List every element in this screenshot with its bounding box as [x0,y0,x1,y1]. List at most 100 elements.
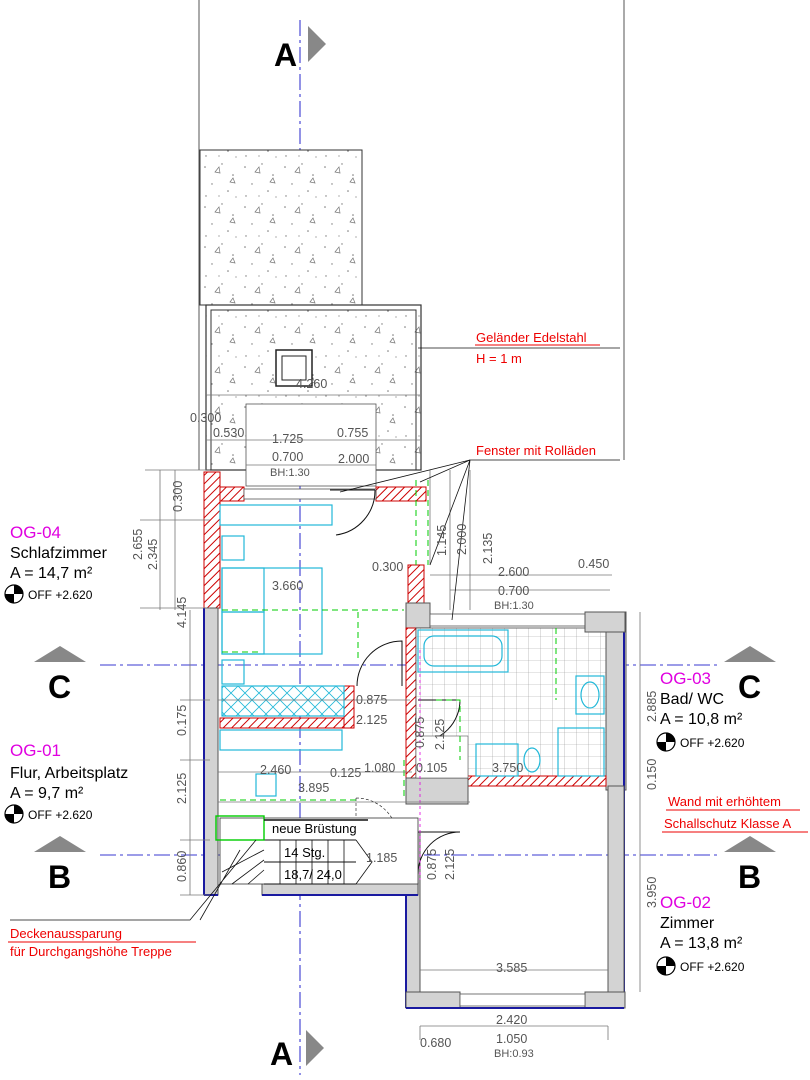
dim-text: 0.875 [425,849,439,880]
dim-lines-mid [218,612,641,1040]
dim-text: 0.860 [175,851,189,882]
dim-text: 1.080 [364,761,395,775]
section-c-left-label: C [48,669,71,705]
dim-text: 3.660 [272,579,303,593]
bath-wall-left-hatched [405,627,417,781]
dim-text: 0.530 [213,426,244,440]
room-name: Zimmer [660,915,715,932]
door-balcony [330,489,376,536]
wall-bedroom-left-hatched [203,471,221,609]
dim-text: 0.150 [645,759,659,790]
section-b-right-label: B [738,859,761,895]
dim-lines-top [206,394,612,610]
dim-text: 2.000 [455,524,469,555]
note-decken: Deckenaussparung [10,926,122,941]
bed-pillow-2 [221,611,265,655]
shower-tray [415,735,469,779]
bath-counter [475,743,519,777]
bruestung-green [215,815,265,841]
washbasin-bowl [580,681,600,709]
room-level: OFF +2.620 [680,960,745,974]
room-area: A = 9,7 m² [10,785,84,802]
window-top-bedroom [243,488,377,500]
room-area: A = 14,7 m² [10,565,93,582]
wall-bedroom-right-gray [405,602,431,629]
partition-bedroom-vert [343,685,355,729]
stair-steps: 14 Stg. [284,845,325,860]
dim-text: 3.585 [496,961,527,975]
roof-hatch-inner [281,355,307,381]
wall-top-bedroom [219,486,245,502]
section-a-top-arrow [308,26,326,62]
bathtub-inner [423,635,503,667]
dim-text: 2.655 [131,529,145,560]
dim-text: 2.600 [498,565,529,579]
room-area: A = 10,8 m² [660,711,743,728]
section-b-right-arrow [724,836,776,852]
door-bedroom [356,640,403,687]
stair-rail-right [355,839,373,885]
dim-text: BH:0.93 [494,1048,534,1060]
wall-bath-top-right [584,611,626,633]
room-level: OFF +2.620 [28,808,93,822]
dim-text: 2.125 [443,849,457,880]
dim-text: 2.135 [481,533,495,564]
dim-text: 0.755 [337,426,368,440]
dim-text: 2.420 [496,1013,527,1027]
note-bruestung: neue Brüstung [272,821,357,836]
wall-top-bedroom-right [375,486,427,502]
level-marker-icon [656,956,676,976]
bath-cabinet [557,727,605,777]
door-room [417,831,461,875]
dim-text: BH:1.30 [270,467,310,479]
room-code: OG-03 [660,669,711,688]
dim-text: 2.460 [260,763,291,777]
bed-pillow-1 [221,567,265,613]
dim-text: 1.050 [496,1032,527,1046]
wall-room-bottom-right [584,991,626,1009]
room-level: OFF +2.620 [680,736,745,750]
wall-room-right [607,785,625,1009]
dim-text: 2.885 [645,691,659,722]
note-wand-class: Schallschutz Klasse A [664,816,792,831]
room-name: Bad/ WC [660,691,724,708]
dim-lines-left [140,469,210,896]
wall-hall-corner [405,777,469,805]
dim-text: 2.125 [433,719,447,750]
nightstand-bottom [221,659,245,685]
dim-text: 1.185 [366,851,397,865]
toilet-bath [523,747,541,773]
wall-room-bottom-left [405,991,461,1009]
nightstand-top [221,535,245,561]
dim-text: 3.950 [645,877,659,908]
section-a-bottom-label: A [270,1036,293,1072]
room-level: OFF +2.620 [28,588,93,602]
section-a-top-label: A [274,37,297,73]
wall-bath-bottom-hatched [465,775,607,787]
section-c-right-arrow [724,646,776,662]
dim-text: 0.175 [175,705,189,736]
level-marker-icon [4,584,24,604]
dim-text: 0.300 [372,560,403,574]
dim-text: 4.145 [175,597,189,628]
stair-ratio: 18,7/ 24,0 [284,867,342,882]
room-area: A = 13,8 m² [660,935,743,952]
window-room-bottom [459,993,586,1007]
desk-hall [219,729,343,751]
wardrobe-bottom [221,685,345,717]
green-outline-hall [220,760,405,801]
room-code: OG-01 [10,741,61,760]
section-c-left-arrow [34,646,86,662]
dim-text: 2.125 [356,713,387,727]
section-b-left-arrow [34,836,86,852]
note-decken-purpose: für Durchgangshöhe Treppe [10,944,172,959]
green-outline-window [415,480,429,565]
dim-text: 4.260 [296,377,327,391]
dim-text: 0.700 [272,450,303,464]
dim-text: 0.105 [416,761,447,775]
decken-leader [10,839,257,921]
note-gelaender: Geländer Edelstahl [476,330,587,345]
level-marker-icon [656,732,676,752]
fenster-leader [339,459,620,621]
level-marker-icon [4,804,24,824]
